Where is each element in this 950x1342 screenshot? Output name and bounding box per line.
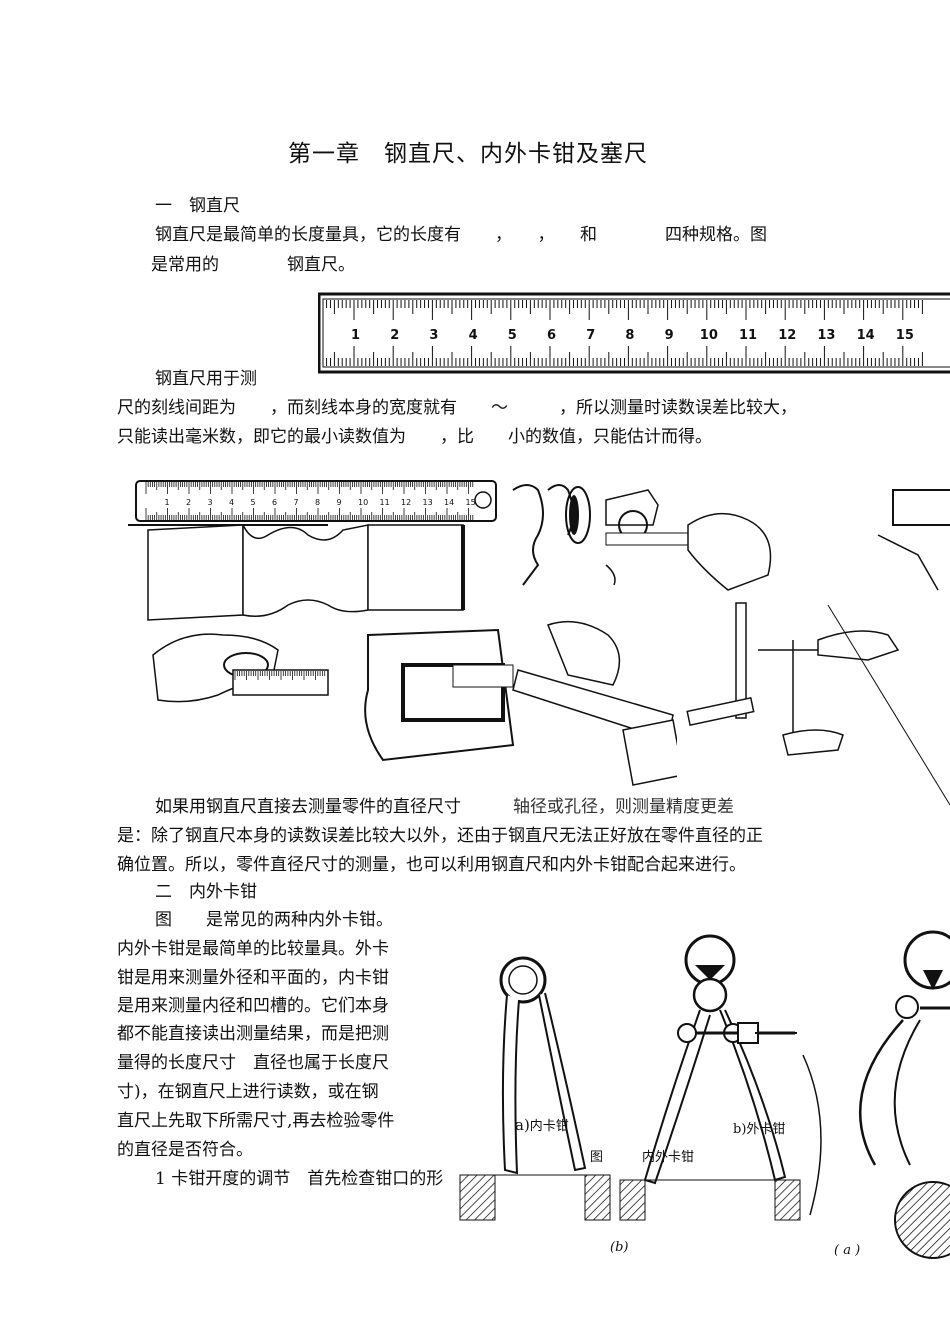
paragraph-line-overlap: 轴径或孔径，则测量精度更差 [513,797,734,817]
small-ruler-number: 6 [272,498,277,507]
small-ruler-number: 11 [380,498,390,507]
paragraph-line: 如果用钢直尺直接去测量零件的直径尺寸 [155,797,461,817]
paragraph-line: 图 是常见的两种内外卡钳。 [155,910,393,930]
paragraph-line: 钳是用来测量外径和平面的，内卡钳 [117,968,389,988]
ruler-number: 7 [586,328,595,343]
section-heading-calipers: 二 内外卡钳 [155,882,257,902]
ruler-number: 6 [547,328,556,343]
paragraph-line: 都不能直接读出测量结果，而是把测 [117,1024,389,1044]
ruler-number: 2 [390,328,399,343]
small-ruler-number: 2 [186,498,191,507]
calipers-illustration [459,930,950,1259]
section-heading-steel-ruler: 一 钢直尺 [155,196,240,216]
paragraph-line: 寸)，在钢直尺上进行读数，或在钢 [117,1082,379,1102]
paragraph-line: 钢直尺是最简单的长度量具，它的长度有 ， ， 和 四种规格。图 [155,225,767,245]
chapter-title: 第一章 钢直尺、内外卡钳及塞尺 [288,141,648,167]
ruler-number: 3 [429,328,438,343]
ruler-number: 12 [778,328,796,343]
paragraph-line: 直尺上先取下所需尺寸,再去检验零件 [117,1111,395,1131]
small-ruler-number: 4 [229,498,234,507]
paragraph-line: 是用来测量内径和凹槽的。它们本身 [117,996,389,1016]
caliper-label-b: b)外卡钳 [733,1122,786,1137]
paragraph-line: 是常用的 钢直尺。 [151,255,355,275]
small-ruler-number: 7 [294,498,299,507]
ruler-number: 5 [508,328,517,343]
small-ruler-number: 9 [337,498,342,507]
figure-word: 图 [590,1150,604,1165]
small-ruler-number: 14 [444,498,454,507]
paragraph-line: 内外卡钳是最简单的比较量具。外卡 [117,939,389,959]
paragraph-line: 钢直尺用于测 [155,369,257,389]
figure-caption: 内外卡钳 [642,1150,695,1165]
caliper-label-a-letter: a) [515,1116,530,1134]
paragraph-line: 是：除了钢直尺本身的读数误差比较大以外，还由于钢直尺无法正好放在零件直径的正 [117,826,763,846]
ruler-number: 9 [665,328,674,343]
ruler-number: 10 [700,328,718,343]
small-ruler-number: 10 [358,498,368,507]
subfigure-label-a: ( a ) [834,1243,861,1258]
paragraph-line: 尺的刻线间距为 ，而刻线本身的宽度就有 ～ ，所以测量时读数误差比较大， [117,398,797,418]
caliper-label-a: a)内卡钳 [515,1115,569,1137]
paragraph-line: 量得的长度尺寸 直径也属于长度尺 [117,1053,389,1073]
small-ruler-number: 13 [423,498,433,507]
ruler-number: 11 [739,328,757,343]
small-ruler-number: 3 [208,498,213,507]
subfigure-label-b: (b) [610,1240,629,1255]
small-ruler-number: 8 [315,498,320,507]
paragraph-line: 只能读出毫米数，即它的最小读数值为 ，比 小的数值，只能估计而得。 [117,427,712,447]
small-ruler-number: 5 [251,498,256,507]
small-ruler-number: 1 [165,498,170,507]
ruler-number: 13 [817,328,835,343]
paragraph-line: 1 卡钳开度的调节 首先检查钳口的形 [155,1169,444,1189]
ruler-number: 14 [857,328,875,343]
paragraph-line: 的直径是否符合。 [117,1140,253,1160]
paragraph-line: 确位置。所以，零件直径尺寸的测量，也可以利用钢直尺和内外卡钳配合起来进行。 [117,855,746,875]
small-ruler-number: 15 [466,498,476,507]
ruler-number: 4 [469,328,478,343]
ruler-number: 15 [896,328,914,343]
small-ruler-number: 12 [401,498,411,507]
ruler-number: 8 [625,328,634,343]
ruler-number: 1 [351,328,360,343]
caliper-label-a-text: 内卡钳 [529,1119,569,1134]
